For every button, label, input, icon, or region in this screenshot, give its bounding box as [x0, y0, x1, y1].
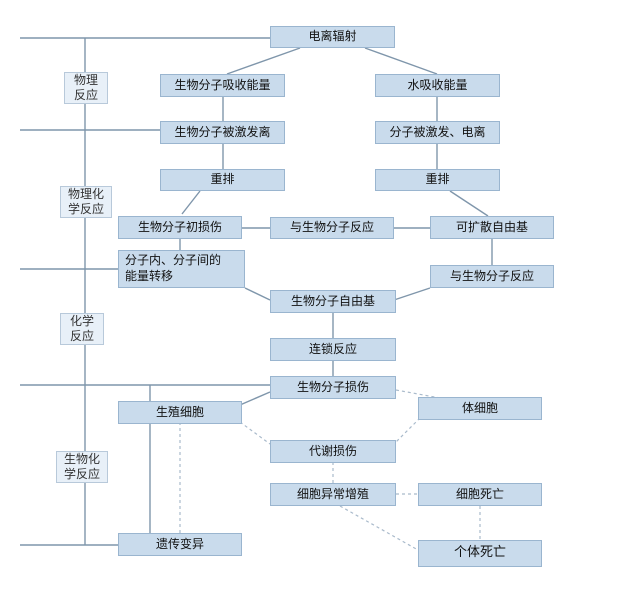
connector — [226, 47, 301, 75]
stage-label-physical: 物理 反应 — [64, 72, 108, 104]
node-rearrange-left: 重排 — [160, 169, 285, 191]
node-cell-death: 细胞死亡 — [418, 483, 542, 506]
node-mol-excite: 分子被激发、电离 — [375, 121, 500, 144]
node-abnormal-proliferation: 细胞异常增殖 — [270, 483, 396, 506]
node-bio-excite: 生物分子被激发离 — [160, 121, 285, 144]
node-react-right: 与生物分子反应 — [430, 265, 554, 288]
dashed-connector — [339, 505, 419, 551]
node-bio-initial-damage: 生物分子初损伤 — [118, 216, 242, 239]
node-bio-radical: 生物分子自由基 — [270, 290, 396, 313]
node-germ-cell: 生殖细胞 — [118, 401, 242, 424]
node-radiation: 电离辐射 — [270, 26, 395, 48]
node-diffusible-radical: 可扩散自由基 — [430, 216, 554, 239]
connector — [364, 47, 438, 75]
node-react-mid: 与生物分子反应 — [270, 217, 394, 239]
node-bio-damage: 生物分子损伤 — [270, 376, 396, 399]
connector — [393, 287, 431, 301]
node-somatic-cell: 体细胞 — [418, 397, 542, 420]
dashed-connector — [395, 389, 441, 399]
node-bio-absorb: 生物分子吸收能量 — [160, 74, 285, 97]
node-rearrange-right: 重排 — [375, 169, 500, 191]
node-water-absorb: 水吸收能量 — [375, 74, 500, 97]
node-energy-transfer: 分子内、分子间的 能量转移 — [118, 250, 245, 288]
connector — [239, 391, 271, 406]
connector — [244, 287, 271, 301]
connector — [449, 190, 489, 217]
node-individual-death: 个体死亡 — [418, 540, 542, 567]
stage-label-physchem: 物理化 学反应 — [60, 186, 112, 218]
node-chain-reaction: 连锁反应 — [270, 338, 396, 361]
dashed-connector — [393, 417, 421, 445]
node-genetic-variation: 遗传变异 — [118, 533, 242, 556]
node-metabolic-damage: 代谢损伤 — [270, 440, 396, 463]
stage-label-chemical: 化学 反应 — [60, 313, 104, 345]
dashed-connector — [239, 421, 271, 445]
stage-label-biochem: 生物化 学反应 — [56, 451, 108, 483]
connector — [181, 190, 201, 215]
